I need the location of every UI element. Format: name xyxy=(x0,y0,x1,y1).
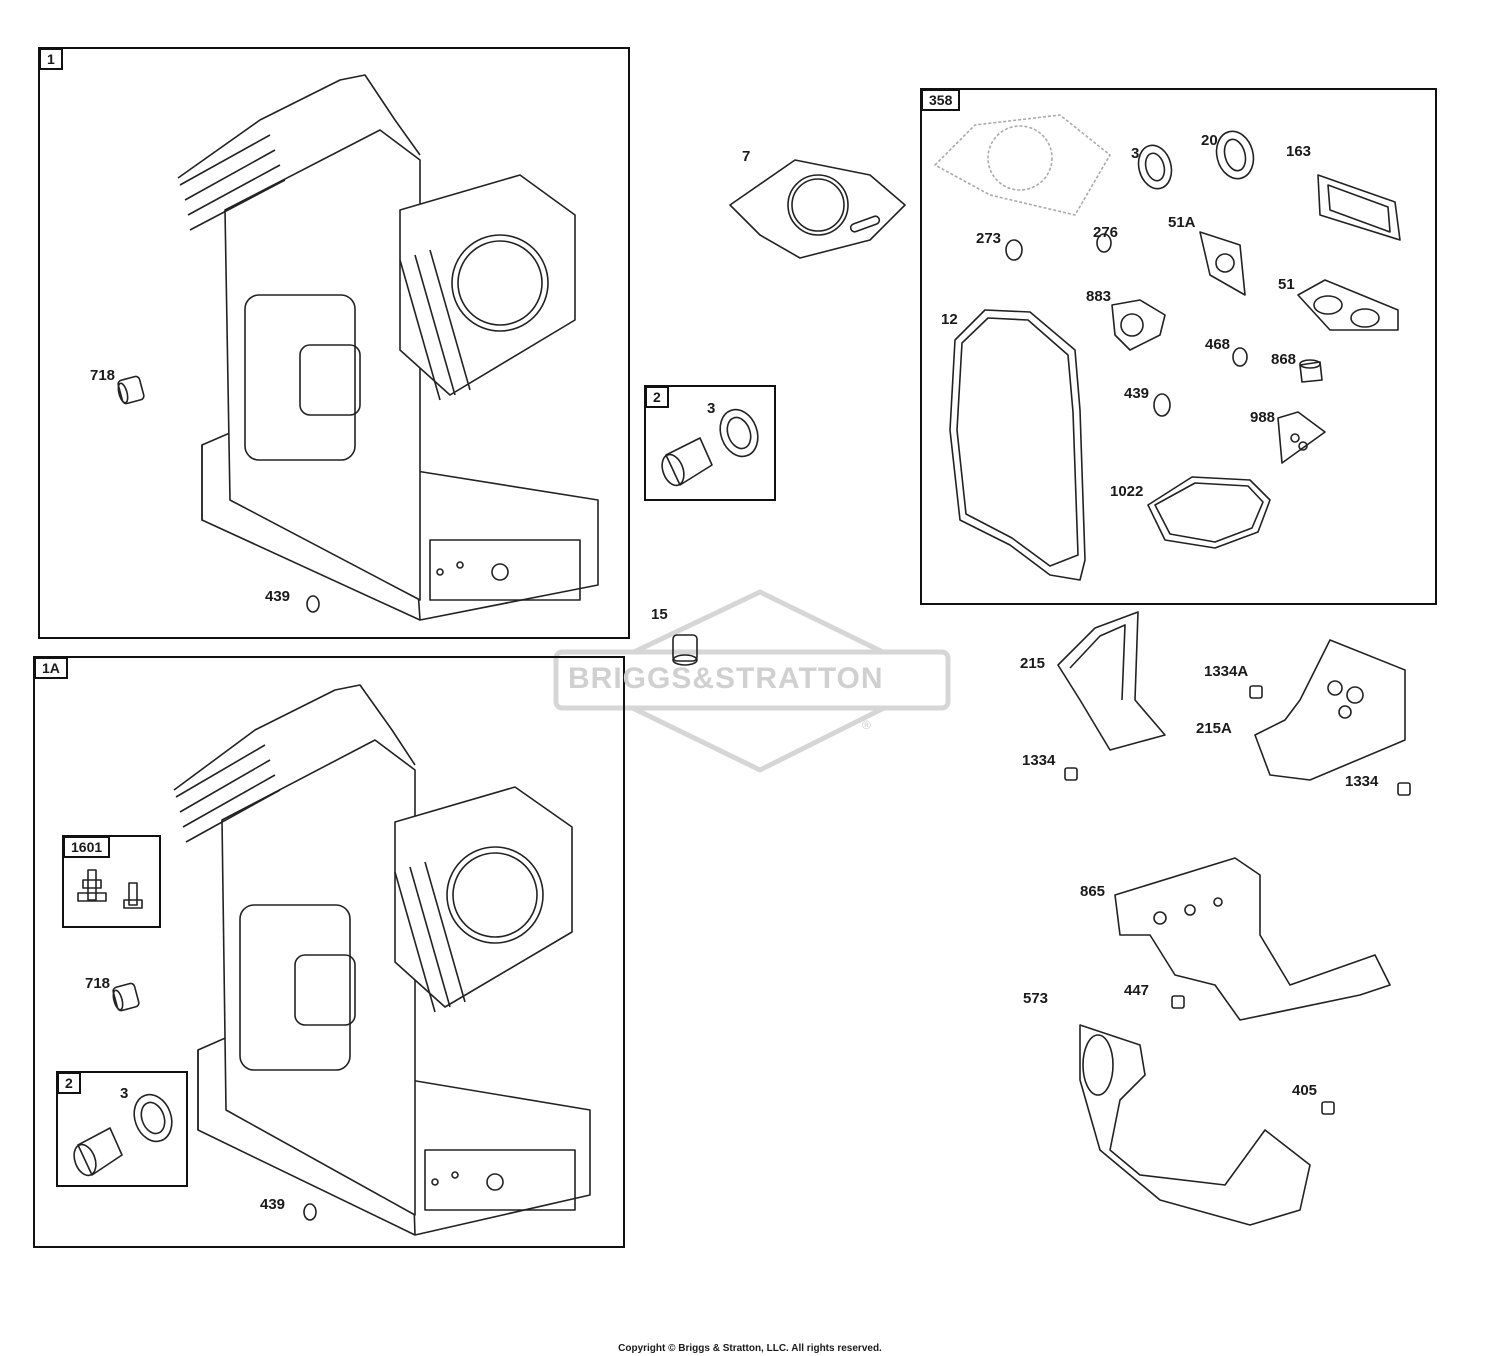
bushing-718-bottom xyxy=(112,982,140,1012)
brand-watermark: BRIGGS&STRATTON xyxy=(568,662,884,695)
bracket-215A xyxy=(1254,639,1406,781)
kit-box-1601: 1601 xyxy=(62,835,161,928)
ring-439-top xyxy=(306,595,320,613)
shield-865 xyxy=(1114,857,1391,1021)
kit-box-2-top: 2 xyxy=(644,385,776,501)
kit-box-2-bottom: 2 xyxy=(56,1071,188,1187)
callout-51: 51 xyxy=(1278,276,1295,293)
callout-273: 273 xyxy=(976,230,1002,247)
callout-12: 12 xyxy=(941,311,958,328)
bearing-kit-2-top xyxy=(661,408,759,487)
callout-439-top: 439 xyxy=(265,588,291,605)
engine-block-1 xyxy=(177,74,599,621)
brand-registered-mark: ® xyxy=(862,718,871,732)
callout-3-gasket-set: 3 xyxy=(1131,145,1140,162)
callout-3-bottom: 3 xyxy=(120,1085,129,1102)
bushing-718-top xyxy=(117,375,145,405)
ring-439-bottom xyxy=(303,1203,317,1221)
callout-573: 573 xyxy=(1023,990,1049,1007)
callout-1022: 1022 xyxy=(1110,483,1144,500)
callout-276: 276 xyxy=(1093,224,1119,241)
callout-718-bottom: 718 xyxy=(85,975,111,992)
callout-1334-left: 1334 xyxy=(1022,752,1056,769)
engine-block-1a xyxy=(173,684,591,1236)
callout-405: 405 xyxy=(1292,1082,1318,1099)
kit-box-1-tag: 1 xyxy=(39,48,63,70)
bearing-kit-2-bottom xyxy=(73,1093,173,1177)
callout-718-top: 718 xyxy=(90,367,116,384)
bolts-1334 xyxy=(1064,685,1411,796)
callout-215A: 215A xyxy=(1196,720,1232,737)
kit-box-358: 358 xyxy=(920,88,1437,605)
callout-7: 7 xyxy=(742,148,751,165)
callout-3-top: 3 xyxy=(707,400,716,417)
bracket-215 xyxy=(1057,611,1166,751)
callout-15: 15 xyxy=(651,606,668,623)
kit-box-2-top-tag: 2 xyxy=(645,386,669,408)
callout-447: 447 xyxy=(1124,982,1150,999)
callout-868: 868 xyxy=(1271,351,1297,368)
brand-watermark-shape xyxy=(553,589,951,773)
callout-439-gasket-set: 439 xyxy=(1124,385,1150,402)
gasket-set-358-parts xyxy=(934,114,1401,581)
callout-865: 865 xyxy=(1080,883,1106,900)
bolt-447 xyxy=(1171,995,1185,1009)
callout-51A: 51A xyxy=(1168,214,1196,231)
callout-468: 468 xyxy=(1205,336,1231,353)
kit-box-2-bottom-tag: 2 xyxy=(57,1072,81,1094)
copyright-notice: Copyright © Briggs & Stratton, LLC. All … xyxy=(618,1343,882,1354)
shroud-573 xyxy=(1079,1024,1311,1226)
kit-box-1601-tag: 1601 xyxy=(63,836,111,858)
callout-439-bottom: 439 xyxy=(260,1196,286,1213)
kit-box-1a-tag: 1A xyxy=(34,657,68,679)
callout-883: 883 xyxy=(1086,288,1112,305)
head-gasket-7 xyxy=(729,159,906,259)
callout-988: 988 xyxy=(1250,409,1276,426)
spring-15 xyxy=(672,634,698,666)
callout-215: 215 xyxy=(1020,655,1046,672)
callout-163: 163 xyxy=(1286,143,1312,160)
callout-1334A: 1334A xyxy=(1204,663,1249,680)
callout-1334-right: 1334 xyxy=(1345,773,1379,790)
kit-box-1a: 1A xyxy=(33,656,625,1248)
callout-20: 20 xyxy=(1201,132,1218,149)
kit-box-358-tag: 358 xyxy=(921,89,961,111)
screws-1601 xyxy=(77,869,143,909)
bolt-405 xyxy=(1321,1101,1335,1115)
kit-box-1: 1 xyxy=(38,47,630,639)
